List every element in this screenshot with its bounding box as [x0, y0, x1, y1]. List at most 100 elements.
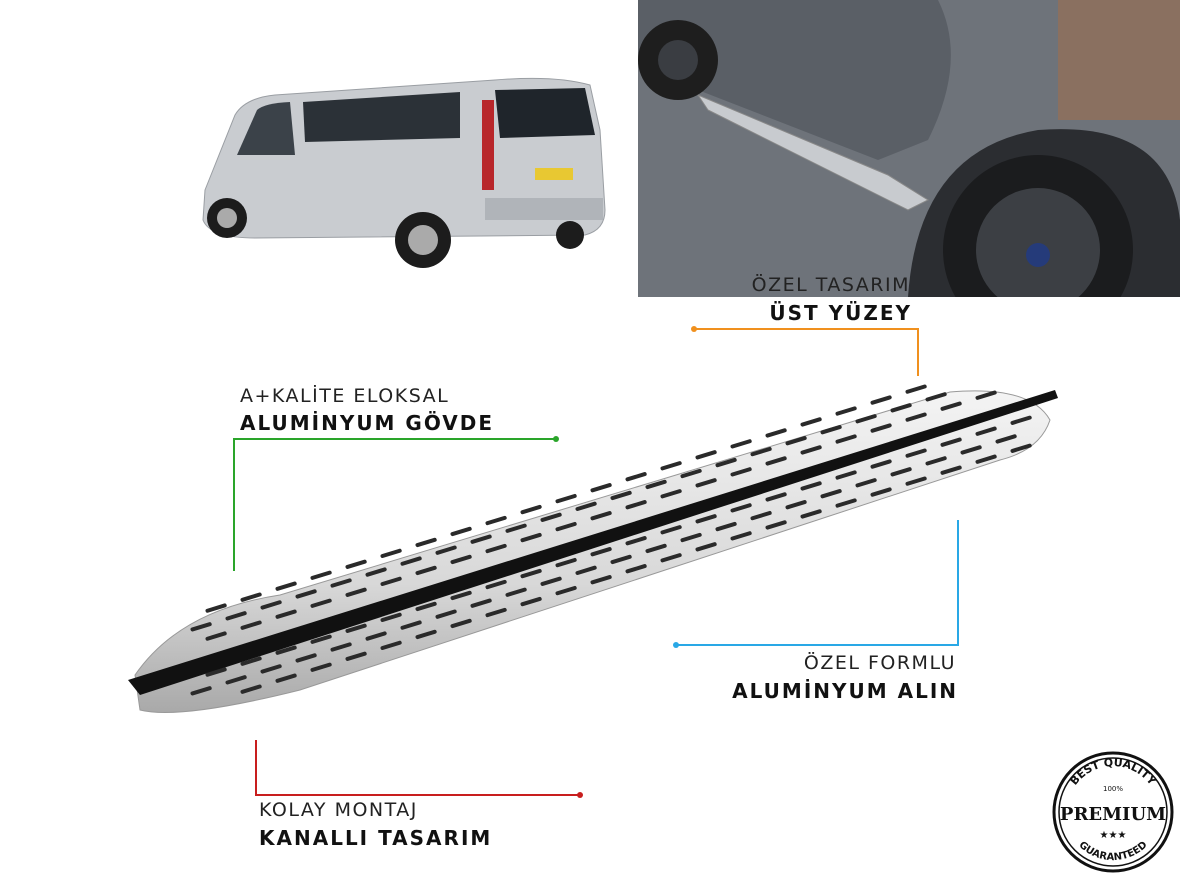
green-callout-dot	[553, 436, 559, 442]
board-slot	[415, 537, 437, 548]
board-slot	[435, 609, 457, 619]
board-slot	[905, 476, 927, 486]
board-slot	[225, 675, 247, 685]
board-slot	[1010, 443, 1032, 453]
board-slot	[765, 456, 787, 466]
board-slot	[750, 510, 772, 521]
board-slot	[380, 640, 402, 650]
feature-title-anodized: A+KALİTE ELOKSAL	[240, 385, 450, 407]
board-slot	[610, 490, 632, 501]
car-photo	[638, 0, 1180, 297]
blue-callout-line	[676, 644, 959, 646]
feature-title-formula: ÖZEL FORMLU	[803, 652, 956, 674]
feature-title-installation: KOLAY MONTAJ	[259, 799, 418, 821]
board-slot	[1010, 415, 1032, 425]
board-slot	[240, 684, 262, 694]
board-slot	[890, 467, 912, 477]
board-slot	[520, 596, 542, 607]
board-slot	[870, 395, 892, 405]
board-slot	[645, 479, 667, 490]
feature-subtitle-top-surface: ÜST YÜZEY	[769, 301, 912, 325]
board-slot	[800, 481, 822, 491]
board-slot	[590, 547, 612, 557]
board-slot	[310, 598, 332, 608]
board-slot	[625, 564, 647, 574]
board-slot	[905, 384, 927, 394]
green-callout-line-vertical	[233, 438, 235, 571]
feature-subtitle-channel: KANALLI TASARIM	[259, 826, 493, 850]
board-slot	[450, 618, 472, 629]
van-photo	[202, 77, 606, 268]
board-slot	[380, 576, 402, 586]
board-slot	[715, 521, 737, 532]
board-slot	[345, 623, 367, 633]
board-slot	[940, 465, 962, 475]
badge-percent: 100%	[1103, 785, 1123, 793]
board-slot	[870, 423, 892, 433]
green-callout-line	[233, 438, 556, 440]
board-slot	[485, 579, 507, 590]
board-slot	[260, 664, 282, 674]
blue-callout-dot	[673, 642, 679, 648]
board-slot	[750, 446, 772, 457]
board-slot	[295, 589, 317, 599]
board-slot	[730, 439, 752, 449]
feature-subtitle-front: ALUMİNYUM ALIN	[732, 679, 958, 703]
board-slot	[590, 511, 612, 521]
board-slot	[275, 581, 297, 591]
board-slot	[835, 470, 857, 480]
board-slot	[575, 501, 597, 511]
board-slot	[380, 548, 402, 558]
board-slot	[765, 492, 787, 502]
board-slot	[205, 631, 227, 641]
board-slot	[380, 612, 402, 622]
board-slot	[695, 478, 717, 488]
board-slot	[520, 532, 542, 543]
board-slot	[485, 607, 507, 618]
board-slot	[975, 426, 997, 436]
board-slot	[520, 504, 542, 515]
badge-stars-icon: ★★★	[1100, 830, 1127, 841]
board-slot	[365, 567, 387, 577]
board-slot	[800, 509, 822, 519]
blue-callout-line-vertical	[957, 520, 959, 646]
board-slot	[625, 536, 647, 546]
running-board-product	[128, 384, 1058, 713]
board-slot	[590, 483, 612, 493]
board-slot	[205, 603, 227, 613]
board-slot	[190, 622, 212, 632]
board-slot	[835, 434, 857, 444]
board-slot	[855, 414, 877, 424]
board-slot	[190, 686, 212, 696]
board-slot	[680, 468, 702, 479]
board-slot	[310, 634, 332, 644]
board-slot	[695, 542, 717, 552]
board-slot	[345, 651, 367, 661]
board-slot	[660, 525, 682, 535]
orange-callout-line-vertical	[917, 328, 919, 376]
board-slot	[610, 554, 632, 565]
board-slot	[905, 412, 927, 422]
board-slot	[785, 500, 807, 510]
board-slot	[345, 559, 367, 569]
board-slot	[660, 461, 682, 471]
feature-title-top-surface: ÖZEL TASARIM	[751, 274, 910, 296]
board-slot	[590, 575, 612, 585]
board-slot	[765, 520, 787, 530]
board-slot	[870, 459, 892, 469]
badge-main-text: PREMIUM	[1060, 804, 1166, 825]
board-slot	[450, 590, 472, 601]
board-slot	[695, 450, 717, 460]
board-slot	[730, 531, 752, 541]
board-slot	[450, 554, 472, 565]
board-slot	[625, 472, 647, 482]
board-slot	[995, 434, 1017, 444]
board-slot	[800, 445, 822, 455]
board-slot	[835, 406, 857, 416]
board-slot	[400, 556, 422, 566]
board-slot	[275, 673, 297, 683]
board-slot	[485, 543, 507, 554]
board-slot	[715, 457, 737, 468]
board-slot	[470, 534, 492, 544]
board-slot	[240, 592, 262, 602]
